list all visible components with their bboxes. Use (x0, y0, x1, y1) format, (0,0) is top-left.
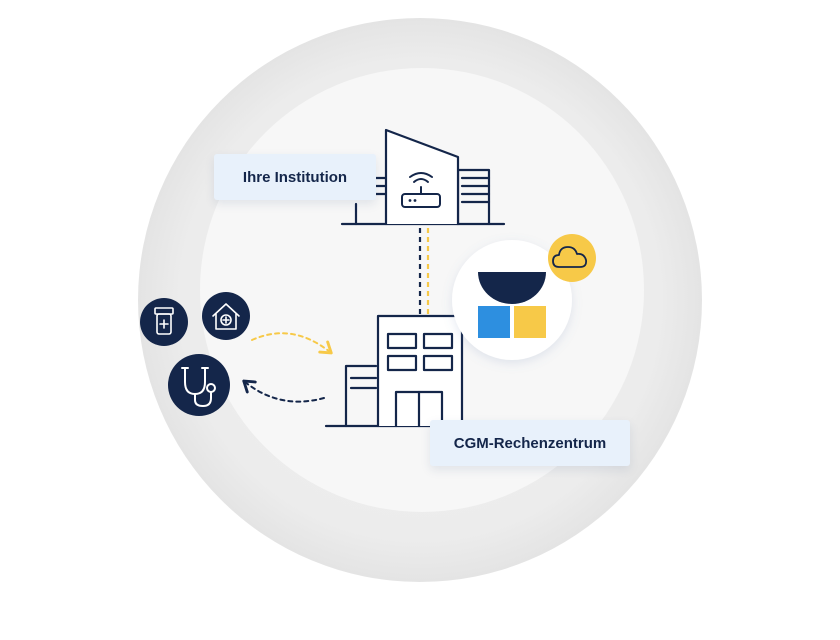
office-building-icon (324, 314, 474, 428)
cgm-logo (452, 240, 572, 360)
medicine-bottle-icon (140, 298, 188, 346)
outgoing-arrow (251, 332, 333, 355)
institution-label: Ihre Institution (214, 154, 376, 200)
stethoscope-icon (168, 354, 230, 416)
incoming-arrow (242, 379, 325, 403)
wifi-router-icon (401, 172, 441, 208)
connection-line (418, 228, 430, 316)
cloud-icon (548, 234, 596, 282)
datacenter-label: CGM-Rechenzentrum (430, 420, 630, 466)
home-health-icon (202, 292, 250, 340)
